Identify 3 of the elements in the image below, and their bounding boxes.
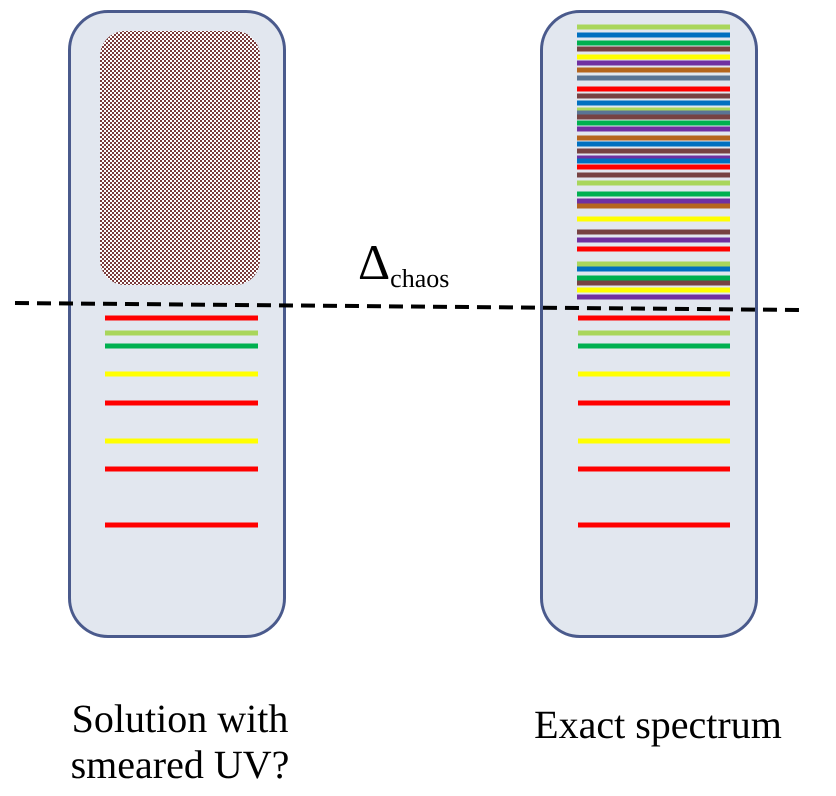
threshold-label: Δ$_{chaos}$ — [358, 233, 450, 295]
panel-caption: Solution with smeared UV? — [70, 696, 290, 788]
panel-caption: Exact spectrum — [533, 702, 783, 748]
